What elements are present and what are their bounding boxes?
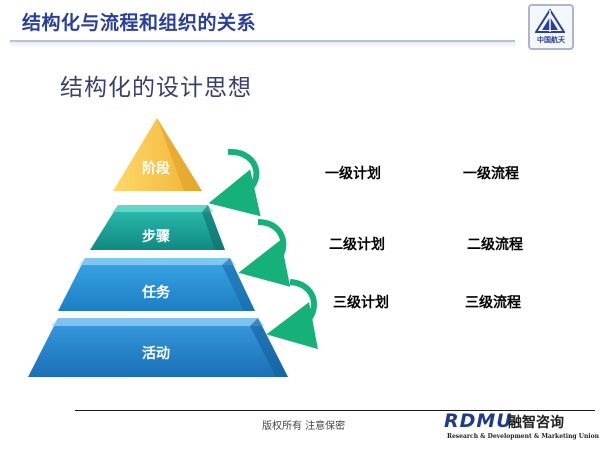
header-bar: 结构化与流程和组织的关系 中国航天 bbox=[0, 0, 600, 50]
process-level-2: 二级流程 bbox=[467, 237, 523, 253]
level-label-task: 任务 bbox=[142, 285, 170, 301]
slide-subtitle: 结构化的设计思想 bbox=[60, 75, 252, 101]
pyramid-level-1 bbox=[113, 118, 202, 191]
level-label-stage: 阶段 bbox=[142, 161, 170, 177]
process-level-1: 一级流程 bbox=[463, 166, 519, 182]
curved-arrow-3 bbox=[266, 279, 319, 350]
process-level-3: 三级流程 bbox=[465, 295, 521, 311]
footer-divider bbox=[75, 410, 595, 411]
logo: 中国航天 bbox=[528, 4, 574, 50]
footer-copyright: 版权所有 注意保密 bbox=[262, 421, 346, 432]
logo-text: 中国航天 bbox=[537, 36, 565, 44]
curved-arrow-2 bbox=[238, 219, 291, 287]
brand-name-cn: 融智咨询 bbox=[508, 415, 564, 431]
header-gradient bbox=[10, 40, 515, 48]
brand-logo: RDMU bbox=[444, 410, 513, 432]
logo-emblem-icon bbox=[535, 9, 565, 33]
header-divider bbox=[10, 40, 515, 42]
plan-level-2: 二级计划 bbox=[329, 237, 385, 253]
level-label-activity: 活动 bbox=[142, 346, 170, 362]
plan-level-3: 三级计划 bbox=[333, 295, 389, 311]
level-label-step: 步骤 bbox=[142, 229, 170, 245]
brand-tagline: Research & Development & Marketing Union bbox=[447, 433, 599, 440]
pyramid-level-2 bbox=[90, 205, 225, 250]
page-title: 结构化与流程和组织的关系 bbox=[22, 12, 257, 34]
curved-arrow-1 bbox=[208, 148, 261, 217]
plan-level-1: 一级计划 bbox=[325, 166, 381, 182]
